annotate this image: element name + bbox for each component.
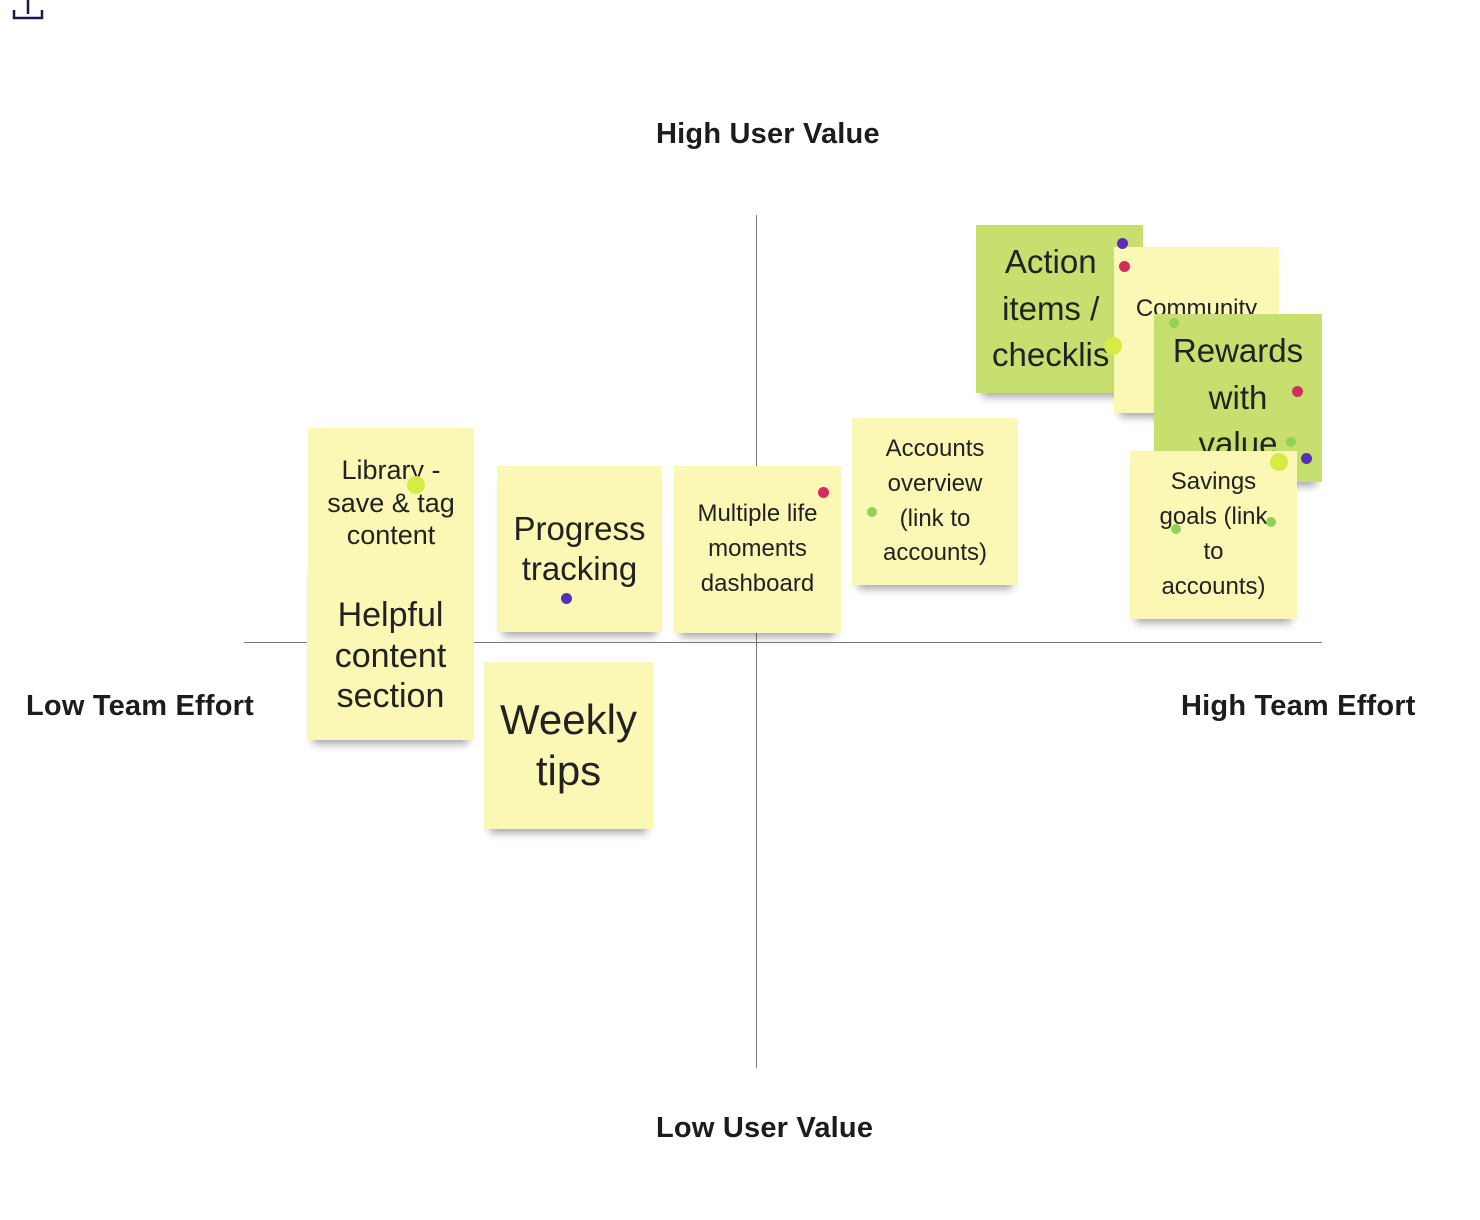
sticky-text: Accounts overview (link to accounts) (882, 434, 988, 567)
vote-dot-green (1171, 524, 1181, 534)
horizontal-axis (244, 642, 1322, 643)
vote-dot-green (1266, 517, 1276, 527)
vote-dot-green (1286, 437, 1296, 447)
vote-dot-lime (1270, 453, 1288, 471)
sticky-text: Savings goals (link to accounts) (1159, 468, 1268, 600)
vote-dot-pink (1292, 386, 1303, 397)
sticky-text: Action items / checklis (992, 242, 1110, 374)
vote-dot-lime (1104, 337, 1122, 355)
sticky-note-savings-goals[interactable]: Savings goals (link to accounts) (1130, 451, 1297, 619)
vote-dot-pink (818, 487, 829, 498)
vote-dot-purple (1117, 238, 1128, 249)
vote-dot-green (867, 507, 877, 517)
vote-dot-purple (1301, 453, 1312, 464)
sticky-note-multiple-life[interactable]: Multiple life moments dashboard (674, 466, 841, 633)
axis-label-bottom: Low User Value (656, 1112, 874, 1144)
vote-dot-pink (1119, 261, 1130, 272)
vote-dot-green (1169, 318, 1179, 328)
sticky-text: Progress tracking (513, 510, 646, 587)
vote-dot-lime (407, 476, 425, 494)
vertical-axis (756, 215, 757, 1068)
sticky-text: Library - save & tag content (327, 455, 455, 551)
sticky-text: Multiple life moments dashboard (697, 500, 818, 597)
sticky-note-accounts-overview[interactable]: Accounts overview (link to accounts) (852, 418, 1018, 585)
axis-label-top: High User Value (656, 118, 880, 150)
export-icon[interactable] (10, 0, 46, 24)
axis-label-left: Low Team Effort (26, 690, 255, 722)
sticky-note-weekly-tips[interactable]: Weekly tips (484, 662, 653, 829)
sticky-note-progress-tracking[interactable]: Progress tracking (497, 466, 662, 632)
sticky-text: Helpful content section (334, 595, 447, 716)
sticky-note-helpful-content[interactable]: Helpful content section (307, 572, 474, 740)
sticky-note-library[interactable]: Library - save & tag content (308, 428, 474, 578)
sticky-text: Weekly tips (500, 696, 637, 794)
sticky-text: Rewards with value (1172, 331, 1304, 463)
vote-dot-purple (561, 593, 572, 604)
axis-label-right: High Team Effort (1181, 690, 1416, 722)
